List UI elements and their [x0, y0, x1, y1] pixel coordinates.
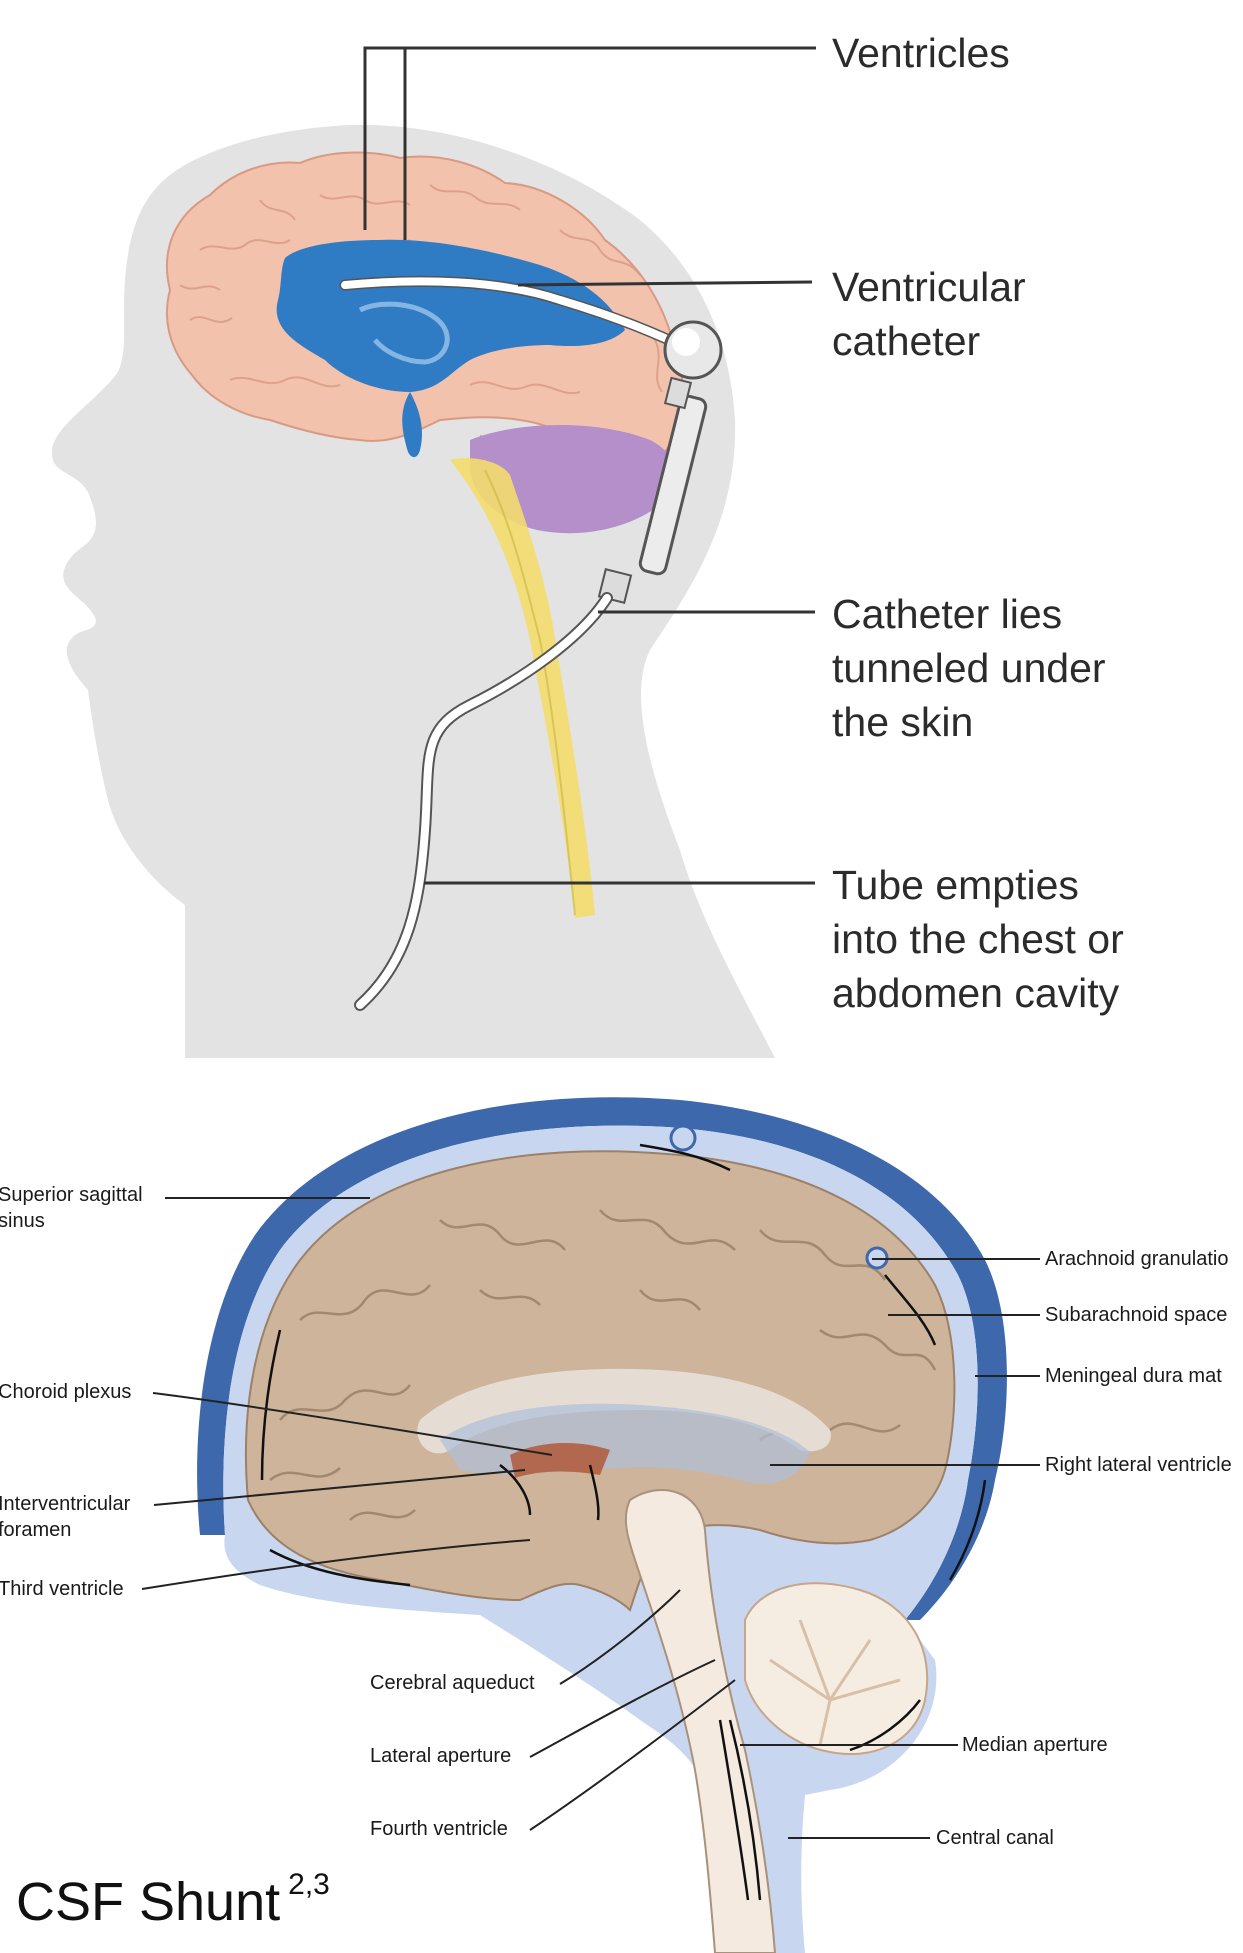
label-fourth-ventricle: Fourth ventricle [370, 1816, 508, 1842]
caption-superscript: 2,3 [288, 1868, 330, 1901]
caption-text: . CSF Shunt [0, 1872, 280, 1932]
label-ventricles: Ventricles [832, 26, 1010, 80]
label-interventricular-line2: foramen [0, 1517, 71, 1543]
label-central-canal: Central canal [936, 1825, 1054, 1851]
label-superior-sagittal-line2: sinus [0, 1208, 45, 1234]
label-tunneled-line1: Catheter lies [832, 587, 1062, 641]
label-superior-sagittal-line1: Superior sagittal [0, 1182, 143, 1208]
label-meningeal-dura: Meningeal dura mat [1045, 1363, 1222, 1389]
label-subarachnoid-space: Subarachnoid space [1045, 1302, 1227, 1328]
label-third-ventricle: Third ventricle [0, 1576, 124, 1602]
label-median-aperture: Median aperture [962, 1732, 1108, 1758]
label-empties-line3: abdomen cavity [832, 966, 1119, 1020]
label-choroid-plexus: Choroid plexus [0, 1379, 131, 1405]
label-arachnoid-granulation: Arachnoid granulatio [1045, 1246, 1228, 1272]
label-ventricular-catheter-line1: Ventricular [832, 260, 1026, 314]
label-lateral-aperture: Lateral aperture [370, 1743, 511, 1769]
label-empties-line1: Tube empties [832, 858, 1079, 912]
label-tunneled-line2: tunneled under [832, 641, 1106, 695]
label-right-lateral-ventricle: Right lateral ventricle [1045, 1452, 1232, 1478]
label-interventricular-line1: Interventricular [0, 1491, 130, 1517]
label-tunneled-line3: the skin [832, 695, 973, 749]
label-empties-line2: into the chest or [832, 912, 1124, 966]
label-cerebral-aqueduct: Cerebral aqueduct [370, 1670, 535, 1696]
label-ventricular-catheter-line2: catheter [832, 314, 980, 368]
